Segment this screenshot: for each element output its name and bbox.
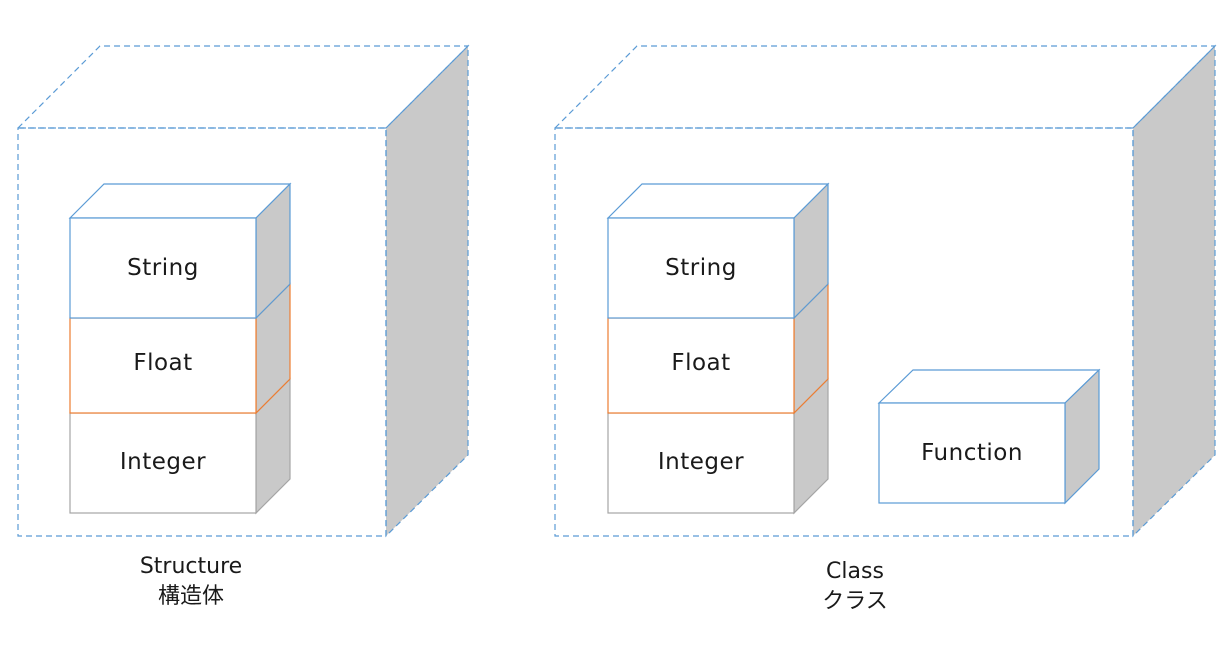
structure-caption-en: Structure: [140, 554, 242, 579]
structure-integer-block: [69, 377, 291, 515]
class-field-stack: [606, 182, 830, 515]
class-string-block: [606, 182, 830, 320]
class-float-label: Float: [671, 350, 730, 376]
structure-container-side: [385, 44, 469, 538]
structure-field-stack: [68, 182, 292, 515]
class-caption-en: Class: [826, 559, 884, 584]
class-container: [553, 44, 1217, 538]
class-integer-block: [607, 377, 829, 515]
structure-string-block: [68, 182, 292, 320]
class-container-top: [553, 45, 1217, 129]
class-container-front: [554, 127, 1134, 537]
class-string-label: String: [665, 255, 737, 281]
class-float-block: [607, 282, 829, 415]
class-integer-label: Integer: [658, 449, 744, 475]
structure-string-label: String: [127, 255, 199, 281]
class-caption-ja: クラス: [822, 589, 888, 614]
structure-caption-ja: 構造体: [158, 584, 224, 609]
structure-container: [16, 44, 470, 538]
structure-container-front: [17, 127, 387, 537]
class-container-side: [1132, 44, 1216, 538]
structure-float-label: Float: [133, 350, 192, 376]
class-function-label: Function: [921, 440, 1023, 466]
structure-integer-label: Integer: [120, 449, 206, 475]
class-function-block: [877, 368, 1101, 505]
